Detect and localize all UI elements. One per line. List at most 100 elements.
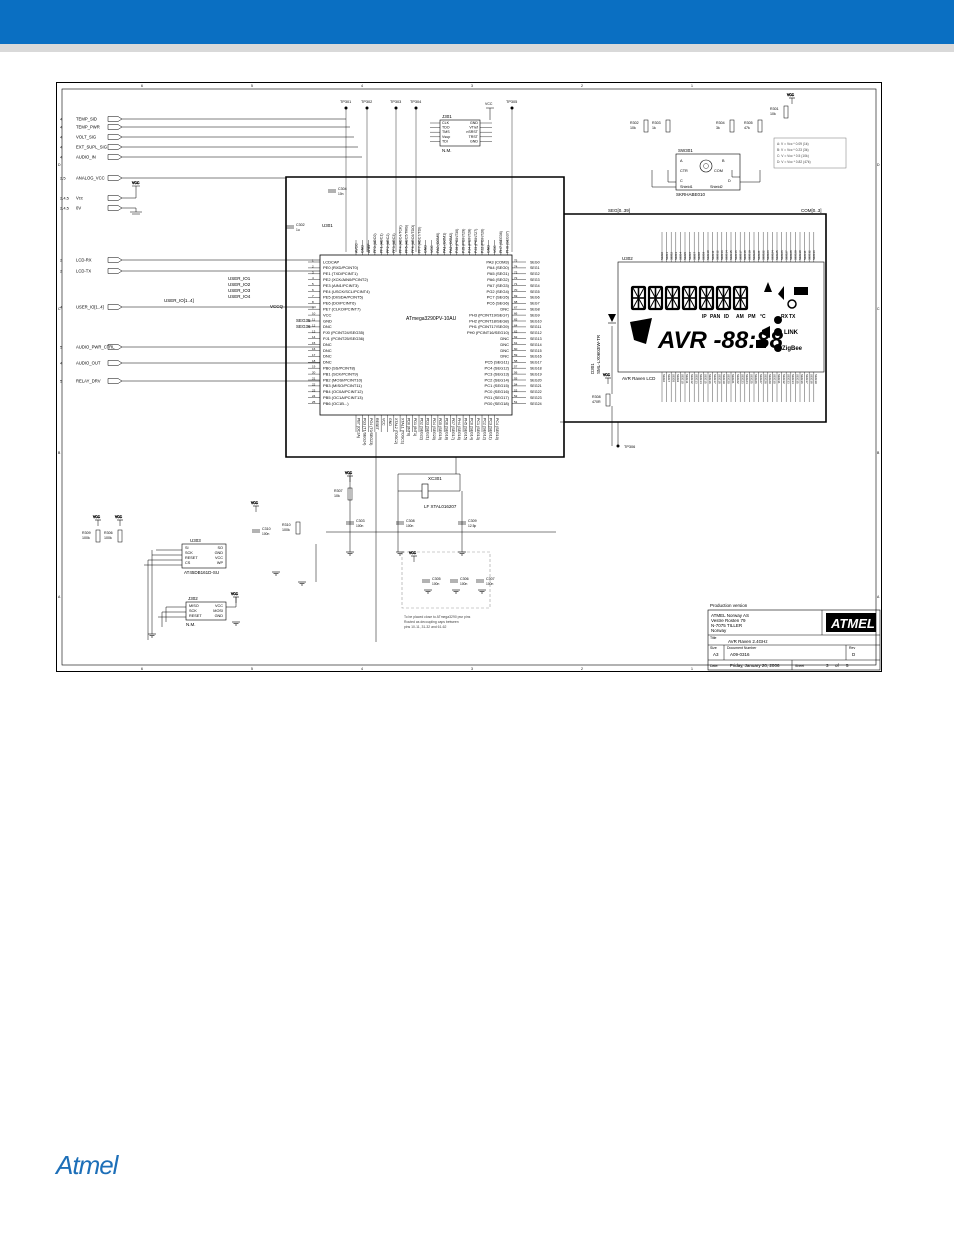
port-name: AUDIO_PWR_CTRL <box>76 345 115 350</box>
resistor-value: 1k <box>652 126 656 130</box>
lcd-seg-pin: SEG26 <box>780 250 784 260</box>
port-sheet: 5 <box>60 345 63 350</box>
mcu-pin-number: 60 <box>514 347 518 351</box>
mcu-seg-net: SEG12 <box>530 331 542 335</box>
resistor-icon <box>295 521 301 535</box>
mcu-pin-number: 25 <box>312 400 316 404</box>
lcd-seg-pin: SEG19 <box>722 374 726 384</box>
header-stripe <box>0 44 954 52</box>
mcu-pin-number: 13 <box>312 329 316 333</box>
mcu-pin-number: 58 <box>514 359 518 363</box>
border-col-label: 6 <box>141 84 143 88</box>
lcd-seg-pin: SEG22 <box>761 250 765 260</box>
lcd-seg-pin: SEG35 <box>796 374 800 384</box>
vcc-label: VCC <box>603 373 611 377</box>
resistor-ref: R304 <box>716 121 725 125</box>
lcd-seg-pin: SEG13 <box>720 250 724 260</box>
joystick-note-line: C: V = Vcc * 0.5 (10k) <box>777 154 809 158</box>
mcu-bottom-pin-label: PC2 (SEG12) <box>482 418 486 440</box>
crystal-symbol <box>421 483 429 499</box>
isp-pin-label: SCK <box>189 609 197 613</box>
port-name: AUDIO_IN <box>76 155 96 160</box>
mcu-bottom-pin-label: XTAL1 (TOSC1) <box>400 418 404 444</box>
port-sheet: 4 <box>60 145 63 150</box>
resistor-value: 10k <box>334 494 340 498</box>
capacitor-value: 100n <box>262 532 270 536</box>
lcd-seg-pin: SEG25 <box>775 250 779 260</box>
lcd-seg-pin: SEG21 <box>731 374 735 384</box>
port-sheet: 4 <box>60 117 63 122</box>
mcu-pin-number: 10 <box>312 312 316 316</box>
mcu-seg-net: SEG0 <box>530 260 540 264</box>
mcu-top-pin-label: GND <box>361 245 365 253</box>
mcu-top-pin-label: PA1 (COM1) <box>443 233 447 253</box>
mcu-pin-label: DNC <box>323 342 332 347</box>
lcd-seg-pin: SEG13 <box>694 374 698 384</box>
port-name: EXT_SUPL_SIG <box>76 145 107 150</box>
lcd-seg-pin: SEG17 <box>713 374 717 384</box>
mcu-pin-label: PC2 (SEG14) <box>485 377 510 382</box>
vcc-label: VCC <box>93 515 101 519</box>
jtag-pin-label: CLK <box>442 121 450 125</box>
mcu-pin-number: 56 <box>514 371 518 375</box>
lcd-seg-pin: SEG30 <box>773 374 777 384</box>
mcu-top-pin-label: PH7 (SEG36) <box>499 231 503 253</box>
flash-body <box>181 543 227 569</box>
border-row-label: B <box>58 451 61 455</box>
joystick-note: A: V = Vcc * 0.09 (1k)B: V = Vcc * 0.23 … <box>777 142 811 164</box>
lcd-seg-pin: SEG27 <box>759 374 763 384</box>
mcu-pin-number: 18 <box>312 359 316 363</box>
isp-pin-label: VCC <box>215 604 223 608</box>
mcu-seg-net: SEG24 <box>530 402 542 406</box>
mcu-seg-net: SEG3 <box>530 278 540 282</box>
port-flag <box>107 134 123 140</box>
mcu-bottom-pin-label: PH5 (SEG15) <box>463 418 467 440</box>
jtag-ref: J301 <box>442 114 452 119</box>
mcu-pin-number: 71 <box>514 282 518 286</box>
mcu-top-pin-label: GND <box>424 245 428 253</box>
lcd-seg-pin: SEG10 <box>681 374 685 384</box>
resistor-icon <box>117 529 123 543</box>
test-point-label: TP301 <box>340 100 351 104</box>
mcu-pin-label: PB5 (OC1A/PCINT13) <box>323 395 363 400</box>
lcd-seg-pin: SEG28 <box>789 250 793 260</box>
mcu-bottom-pin-label: PG4 (T0/SEG23) <box>369 418 373 445</box>
mcu-pin-number: 63 <box>514 329 518 333</box>
mcu-pin-label: DNC <box>323 360 332 365</box>
mcu-top-pin-label: GND <box>487 245 491 253</box>
mcu-pin-label: DNC <box>500 307 509 312</box>
resistor-ref: R306 <box>104 531 113 535</box>
jtag-pin-label: Vsup <box>442 135 450 139</box>
net-label-user-io2: USER_IO2 <box>228 282 251 287</box>
port-sheet: 4 <box>60 361 63 366</box>
mcu-pin-label: PJ1 (PCINT25/SEG36) <box>323 336 365 341</box>
border-row-label: A <box>877 595 880 599</box>
mcu-pin-number: 24 <box>312 394 316 398</box>
lcd-seg-pin: SEG6 <box>688 252 692 260</box>
mcu-pin-label: PG0 (SEG18) <box>484 401 509 406</box>
joystick-pin-label: Shield2 <box>710 185 723 189</box>
mcu-pin-label: DNC <box>323 348 332 353</box>
mcu-bottom-pin-label: PD7 (SEG17) <box>451 418 455 440</box>
mcu-pin-number: 11 <box>312 318 315 322</box>
port-flag <box>107 360 123 366</box>
resistor-value: 10k <box>630 126 636 130</box>
joystick-pin-label: C <box>680 179 683 183</box>
border-col-label: 3 <box>471 84 473 88</box>
port-name: TEMP_PWR <box>76 125 100 130</box>
mcu-top-pin-label: PF2 (ADC2) <box>386 233 390 253</box>
border-col-label: 6 <box>141 667 143 671</box>
flash-pin-label: VCC <box>215 556 223 560</box>
mcu-pin-number: 1 <box>312 259 314 263</box>
resistor-ref: R305 <box>744 121 753 125</box>
date-label: Date: <box>710 664 718 668</box>
mcu-pin-label: DNC <box>323 324 332 329</box>
jtag-pin-label: GND <box>470 139 478 143</box>
resistor-value: 3k <box>716 126 720 130</box>
com-bus-label: COM[0..3] <box>801 208 822 213</box>
net-label-user-io1: USER_IO1 <box>228 276 251 281</box>
decoupling-note: To be placed close to ATmega3290 pwr pin… <box>404 615 471 629</box>
lcd-seg-pin: SEG33 <box>812 250 816 260</box>
capacitor-value: 1u <box>296 228 300 232</box>
